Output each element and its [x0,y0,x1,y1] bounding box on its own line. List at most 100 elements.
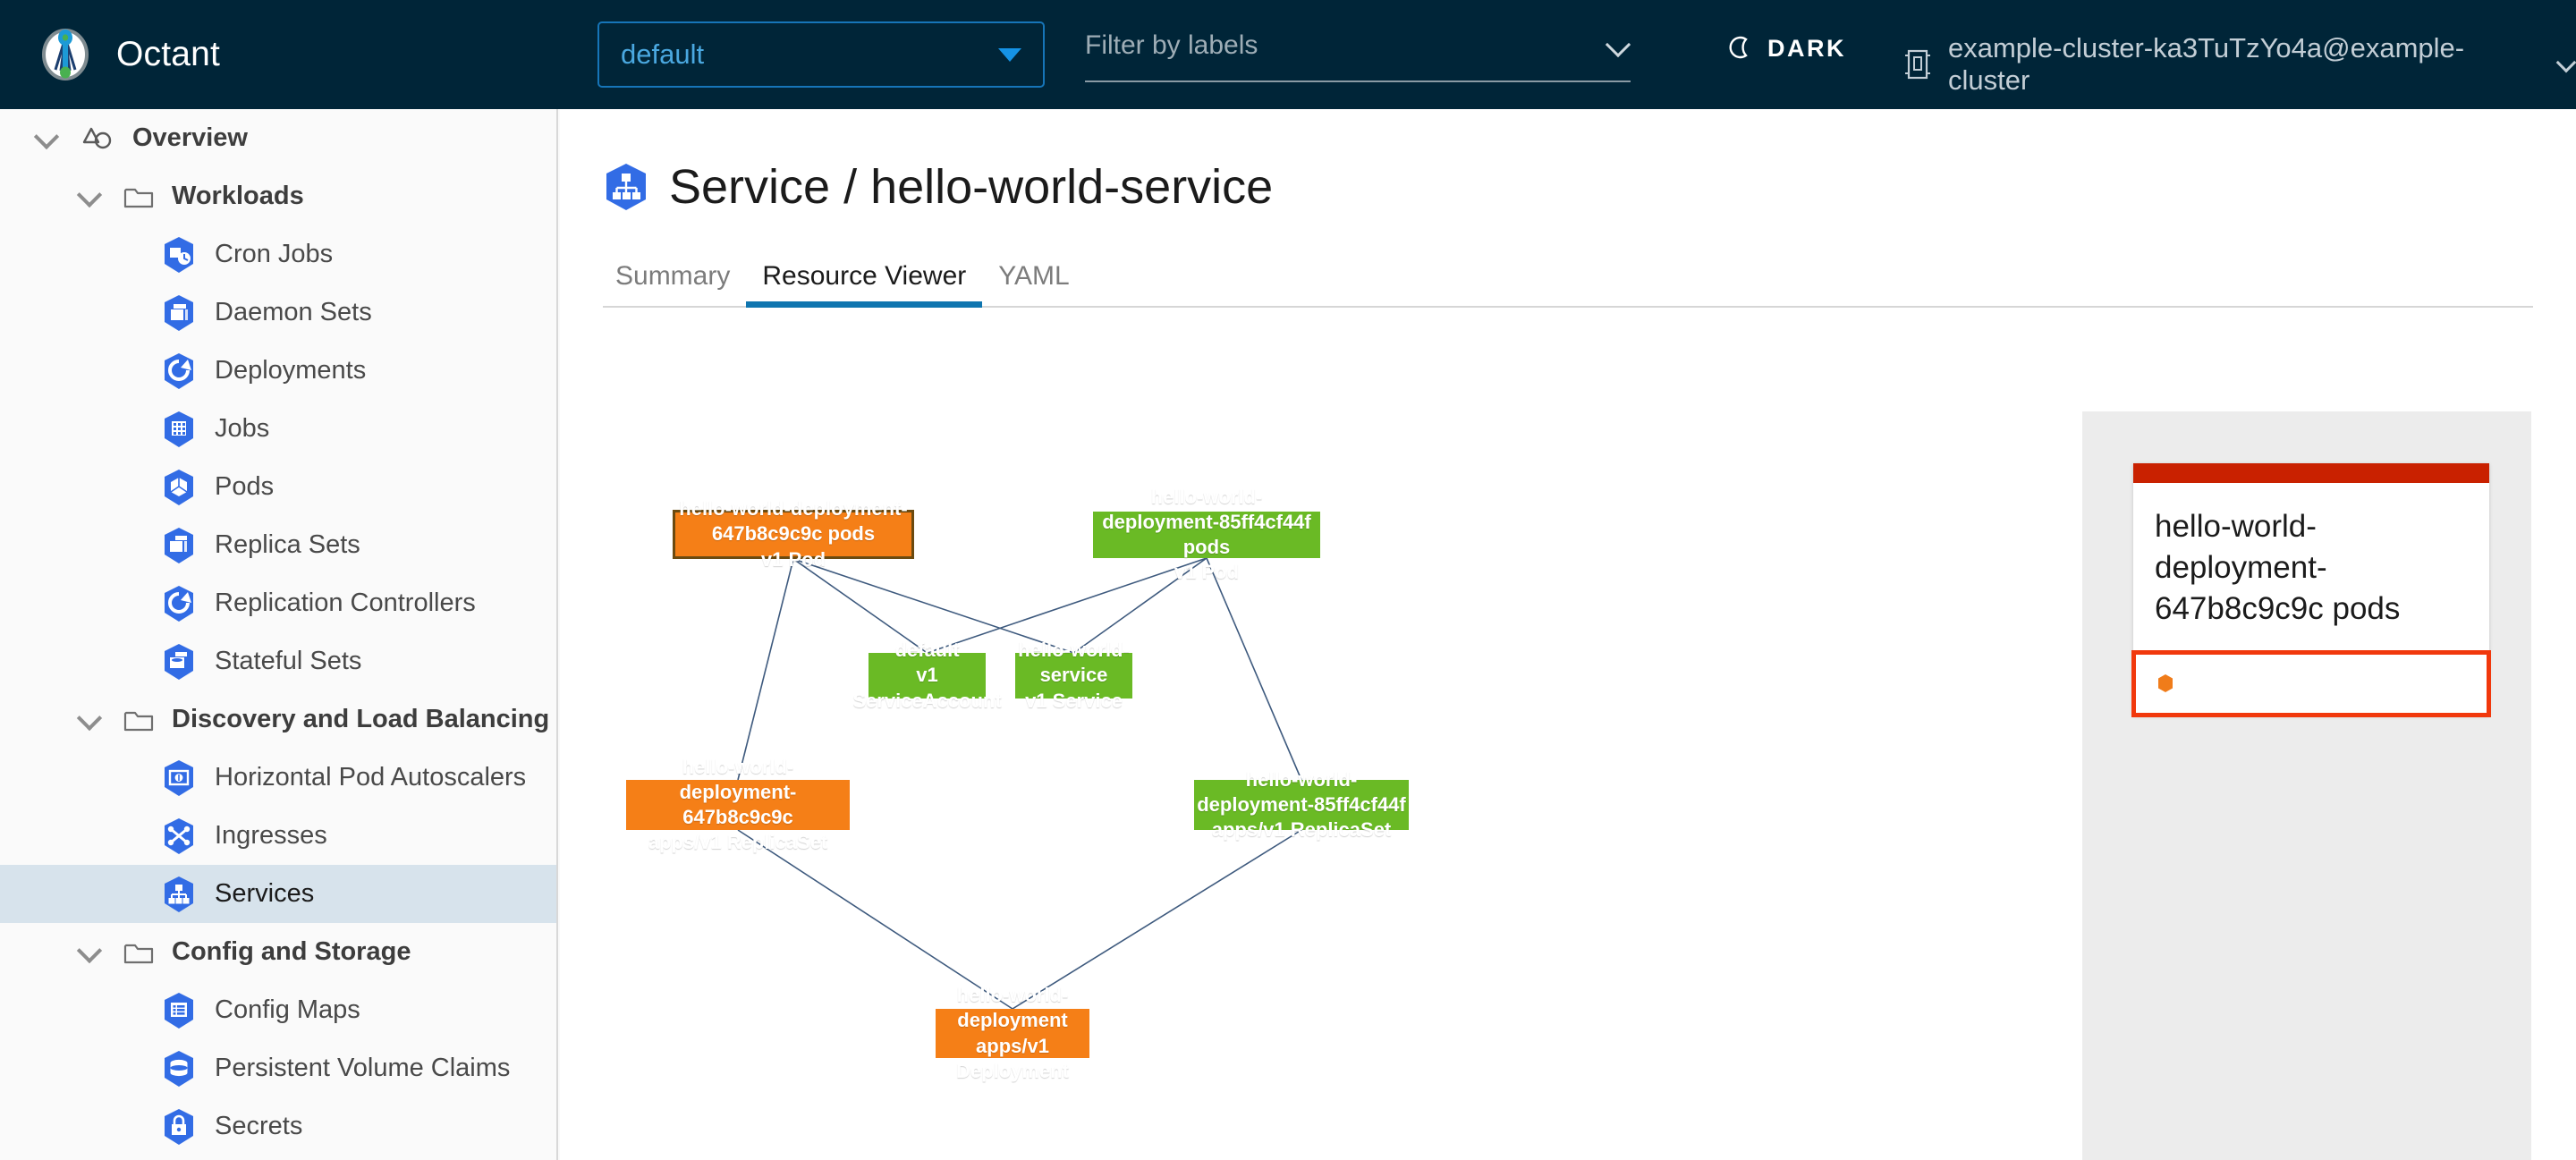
sidebar-item-replica-sets[interactable]: Replica Sets [0,516,556,574]
k8s-job-icon [161,411,197,448]
namespace-value: default [621,38,705,70]
graph-node-name: hello-world-deployment-647b8c9c9c pods [679,497,908,546]
sidebar-item-label: Deployments [215,356,367,385]
k8s-pvc-icon [161,1050,197,1088]
status-dot-orange-icon [2156,673,2175,693]
brand[interactable]: Octant [38,27,220,82]
sidebar-item-workloads[interactable]: Workloads [0,167,556,225]
k8s-deployment-icon [161,585,197,622]
tab-summary[interactable]: Summary [615,261,731,291]
graph-node-kind: apps/v1 ReplicaSet [648,831,828,854]
sidebar-item-label: Jobs [215,414,270,443]
dark-mode-toggle[interactable]: DARK [1726,34,1846,63]
brand-name: Octant [116,35,221,73]
card-title: hello-world-deployment-647b8c9c9c pods [2155,509,2401,627]
sidebar-item-label: Secrets [215,1112,303,1140]
k8s-configmap-icon [161,992,197,1029]
sidebar-item-persistent-volume-claims[interactable]: Persistent Volume Claims [0,1039,556,1097]
k8s-replicaset-icon [161,527,197,564]
sidebar-item-label: Discovery and Load Balancing [172,705,550,733]
dark-mode-label: DARK [1767,34,1846,62]
sidebar-item-label: Ingresses [215,821,327,850]
tab-resource-viewer[interactable]: Resource Viewer [746,261,983,308]
sidebar-item-label: Config and Storage [172,937,411,966]
sidebar-item-label: Persistent Volume Claims [215,1054,511,1082]
graph-node-pod-85f[interactable]: hello-world-deployment-85ff4cf44f pods v1… [1093,486,1320,583]
k8s-hpa-icon [161,759,197,797]
graph-node-kind: v1 Pod [760,547,826,571]
sidebar-item-label: Stateful Sets [215,647,362,675]
sidebar-item-jobs[interactable]: Jobs [0,400,556,458]
sidebar-item-config-maps[interactable]: Config Maps [0,981,556,1039]
k8s-secret-icon [161,1108,197,1146]
graph-node-name: hello-world-deployment-85ff4cf44f pods [1102,485,1311,558]
label-filter[interactable] [1085,27,1631,82]
k8s-pod-icon [161,469,197,506]
sidebar-item-cron-jobs[interactable]: Cron Jobs [0,225,556,284]
graph-node-name: default [894,639,960,662]
moon-icon [1726,34,1755,63]
k8s-daemonset-icon [161,294,197,332]
chevron-down-icon[interactable] [1607,34,1631,57]
octant-overview-icon [80,124,114,153]
namespace-select[interactable]: default [597,21,1045,88]
sidebar-item-label: Replication Controllers [215,588,476,617]
sidebar-item-ingresses[interactable]: Ingresses [0,807,556,865]
sidebar-item-stateful-sets[interactable]: Stateful Sets [0,632,556,690]
folder-icon [123,183,154,210]
main-content: Service / hello-world-service Summary Res… [560,109,2576,1160]
sidebar-item-config-and-storage[interactable]: Config and Storage [0,923,556,981]
graph-node-kind: v1 ServiceAccount [852,664,1002,712]
sidebar-item-services[interactable]: Services [0,865,556,923]
graph-node-name: hello-world-deployment [956,984,1069,1032]
sidebar-item-daemon-sets[interactable]: Daemon Sets [0,284,556,342]
k8s-ingress-icon [161,817,197,855]
chevron-down-icon[interactable] [75,707,102,733]
label-filter-input[interactable] [1085,27,1607,61]
cluster-name: example-cluster-ka3TuTzYo4a@example-clus… [1948,32,2465,96]
chevron-down-icon[interactable] [32,125,59,152]
graph-edges [737,557,1302,1010]
page-title-row: Service / hello-world-service [603,159,2576,215]
detail-panel: hello-world-deployment-647b8c9c9c pods [2082,411,2531,1160]
sidebar-item-label: Overview [132,123,248,152]
sidebar-item-overview[interactable]: Overview [0,109,556,167]
k8s-service-icon [603,162,649,212]
cluster-icon [1903,48,1932,80]
graph-node-name: hello-world-deployment-647b8c9c9c [679,755,797,828]
graph-node-kind: apps/v1 ReplicaSet [1211,818,1392,842]
tab-bar: Summary Resource Viewer YAML [603,252,2533,308]
sidebar-item-deployments[interactable]: Deployments [0,342,556,400]
chevron-down-icon[interactable] [75,939,102,966]
page-title: Service / hello-world-service [669,160,1274,214]
graph-node-rs-647[interactable]: hello-world-deployment-647b8c9c9c apps/v1… [626,756,850,853]
sidebar-item-label: Workloads [172,182,304,210]
sidebar-item-discovery-and-load-balancing[interactable]: Discovery and Load Balancing [0,690,556,749]
card-accent-bar [2133,463,2489,483]
cluster-select[interactable]: example-cluster-ka3TuTzYo4a@example-clus… [1903,32,2576,97]
k8s-service-icon [161,876,197,913]
graph-node-kind: v1 Service [1025,689,1123,712]
sidebar-item-secrets[interactable]: Secrets [0,1097,556,1156]
sidebar-item-replication-controllers[interactable]: Replication Controllers [0,574,556,632]
tab-yaml[interactable]: YAML [998,261,1070,291]
card-status-box[interactable] [2131,649,2491,717]
sidebar-item-label: Services [215,879,315,908]
sidebar-item-horizontal-pod-autoscalers[interactable]: Horizontal Pod Autoscalers [0,749,556,807]
sidebar-item-pods[interactable]: Pods [0,458,556,516]
k8s-statefulset-icon [161,643,197,681]
k8s-cronjob-icon [161,236,197,274]
chevron-down-icon[interactable] [75,183,102,210]
sidebar-item-label: Horizontal Pod Autoscalers [215,763,527,792]
folder-icon [123,939,154,966]
graph-node-kind: apps/v1 Deployment [956,1034,1069,1082]
detail-card[interactable]: hello-world-deployment-647b8c9c9c pods [2131,463,2491,717]
sidebar-item-label: Replica Sets [215,530,360,559]
graph-node-kind: v1 Pod [1174,561,1240,584]
